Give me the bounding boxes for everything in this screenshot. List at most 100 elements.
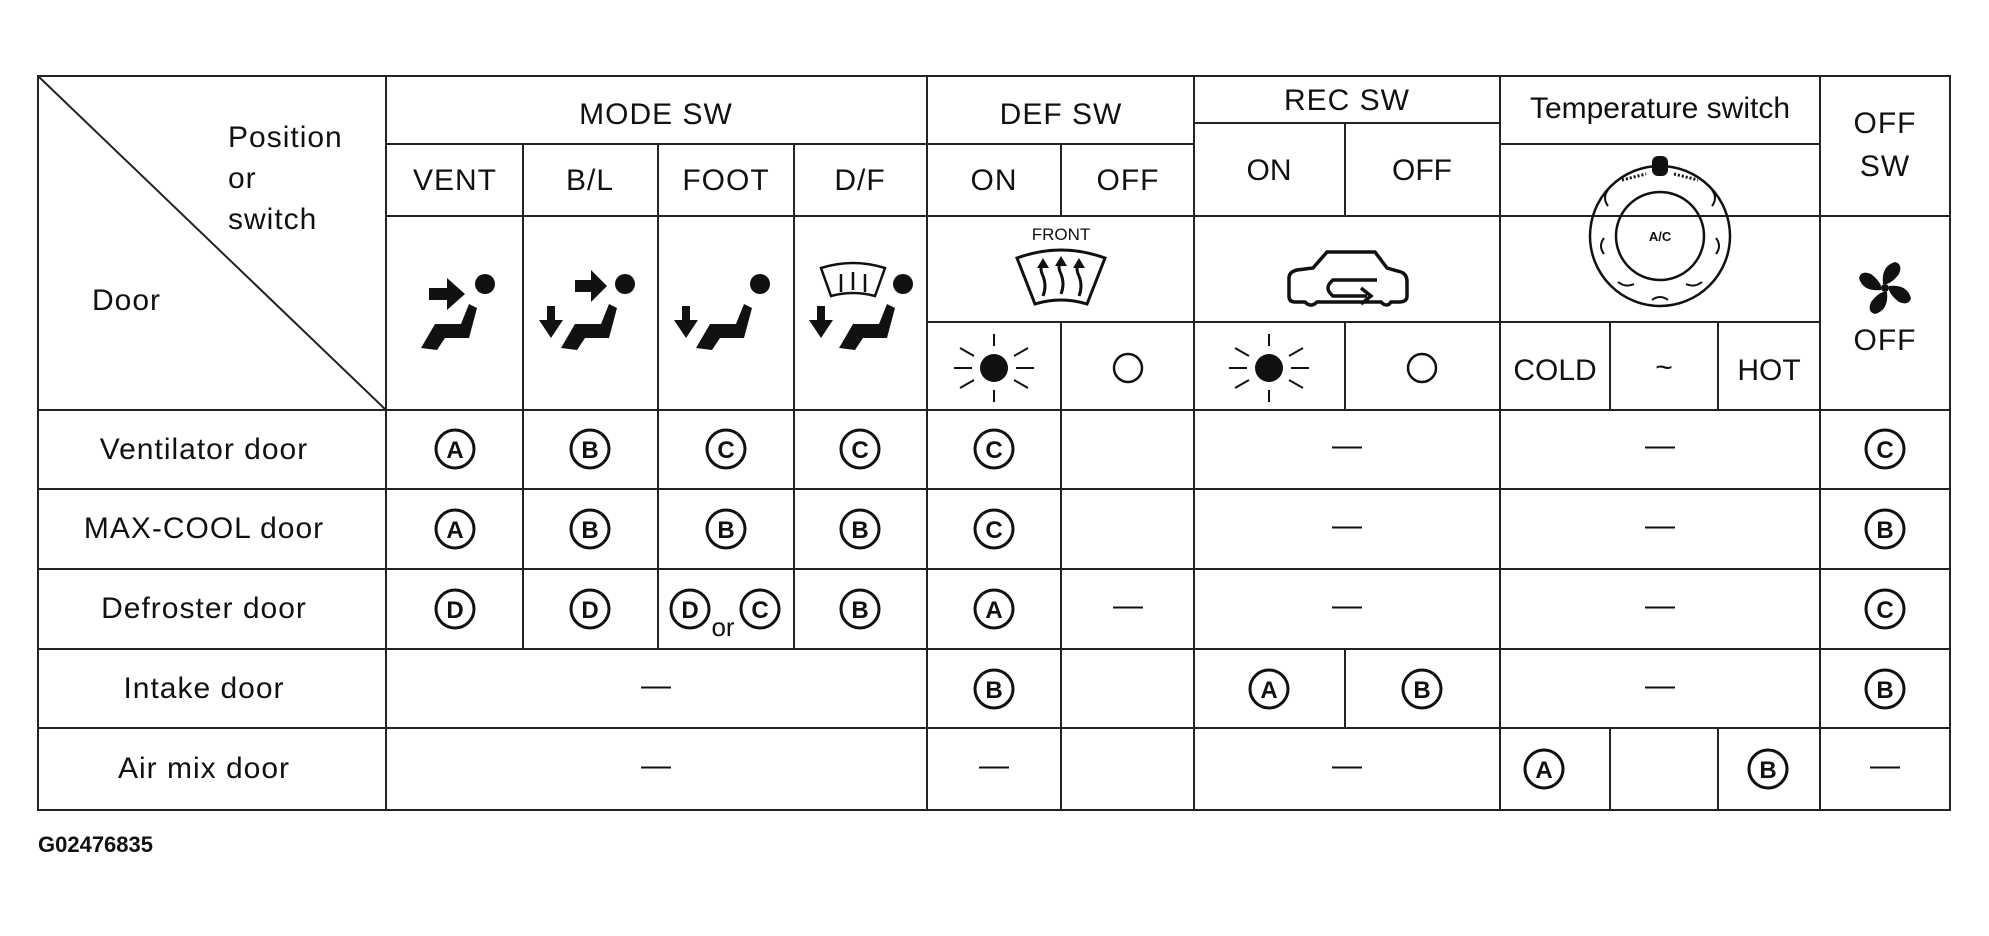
cell-dash: — [1645,509,1675,542]
cold-header: COLD [1513,354,1596,387]
svg-text:D: D [581,597,598,624]
front-defrost-icon [1015,248,1107,306]
svg-text:B: B [1759,757,1776,784]
svg-text:A: A [1260,677,1277,704]
foot-mode-icon [674,274,770,350]
row-label-ventilator: Ventilator door [100,433,308,466]
svg-text:C: C [1876,437,1893,464]
cell-circled-letter: A [973,588,1015,630]
cell-circled-letter: B [1864,668,1906,710]
fan-off-label: OFF [1854,324,1917,357]
cell-dash: — [1645,669,1675,702]
cell-dash: — [641,749,671,782]
def-on-lamp-icon [954,334,1034,402]
mode-sw-header: MODE SW [579,98,733,131]
svg-text:B: B [1876,517,1893,544]
svg-text:D: D [446,597,463,624]
row-label-air-mix: Air mix door [118,752,290,785]
cell-dash: — [979,749,1009,782]
cell-circled-letter: C [705,428,747,470]
row-label-intake: Intake door [123,672,284,705]
cell-circled-letter: C [739,588,781,630]
cell-dash: — [1332,749,1362,782]
cell-circled-letter: C [1864,588,1906,630]
svg-text:C: C [851,437,868,464]
def-off-header: OFF [1097,164,1160,197]
df-header: D/F [834,164,885,197]
cell-circled-letter: B [839,508,881,550]
recirculation-icon [1287,250,1409,307]
svg-text:D: D [681,597,698,624]
cell-circled-letter: D [569,588,611,630]
svg-text:A: A [1535,757,1552,784]
cell-circled-letter: A [434,508,476,550]
cell-dash: — [1645,429,1675,462]
cell-dash: — [1332,429,1362,462]
svg-text:B: B [985,677,1002,704]
def-off-lamp-icon [1112,352,1144,384]
cell-circled-letter: B [1401,668,1443,710]
corner-position-label: Position [228,121,343,154]
svg-text:C: C [985,437,1002,464]
cell-circled-letter: B [1747,748,1789,790]
hot-header: HOT [1737,354,1800,387]
svg-text:B: B [581,517,598,544]
cell-circled-letter: A [434,428,476,470]
rec-on-lamp-icon [1229,334,1309,402]
rec-off-header: OFF [1392,154,1452,187]
corner-or-label: or [228,162,257,195]
cell-circled-letter: A [1523,748,1565,790]
temp-switch-header: Temperature switch [1530,92,1790,125]
cell-or-text: or [711,612,734,642]
def-sw-header: DEF SW [1000,98,1123,131]
cell-circled-letter: B [973,668,1015,710]
svg-text:C: C [717,437,734,464]
figure-id: G02476835 [38,832,153,857]
def-on-header: ON [971,164,1018,197]
rec-on-header: ON [1247,154,1292,187]
row-label-defroster: Defroster door [101,592,307,625]
cell-circled-letter: B [569,428,611,470]
cell-circled-letter: C [973,508,1015,550]
cell-dash: — [1870,749,1900,782]
cell-dash: — [1645,589,1675,622]
cell-circled-letter: A [1248,668,1290,710]
svg-text:C: C [985,517,1002,544]
svg-text:B: B [851,517,868,544]
off-sw-header-line1: OFF [1854,107,1917,140]
rec-sw-header: REC SW [1284,84,1410,117]
cell-circled-letter: B [839,588,881,630]
foot-header: FOOT [682,164,769,197]
fan-icon [1859,262,1911,314]
cell-circled-letter: B [569,508,611,550]
corner-door-label: Door [92,284,161,317]
svg-text:B: B [1876,677,1893,704]
cell-dash: — [1332,589,1362,622]
svg-text:A: A [446,437,463,464]
ac-label: A/C [1649,229,1672,244]
svg-text:A: A [446,517,463,544]
cell-dash: — [641,669,671,702]
temperature-dial-icon: A/C [1588,156,1732,308]
svg-text:B: B [581,437,598,464]
front-label: FRONT [1032,225,1091,244]
svg-text:B: B [1413,677,1430,704]
vent-header: VENT [413,164,497,197]
row-label-max-cool: MAX-COOL door [84,512,324,545]
svg-text:C: C [1876,597,1893,624]
svg-text:B: B [717,517,734,544]
cell-circled-letter: B [705,508,747,550]
tilde-header: ~ [1655,351,1673,384]
svg-text:C: C [751,597,768,624]
bl-header: B/L [566,164,614,197]
cell-dash: — [1332,509,1362,542]
cell-circled-letter: B [1864,508,1906,550]
off-sw-header-line2: SW [1860,150,1910,183]
def-off-merged-dash: — [1113,589,1143,622]
df-mode-icon [809,261,913,350]
svg-text:A: A [985,597,1002,624]
cell-circled-letter: D [669,588,711,630]
rec-off-lamp-icon [1406,352,1438,384]
